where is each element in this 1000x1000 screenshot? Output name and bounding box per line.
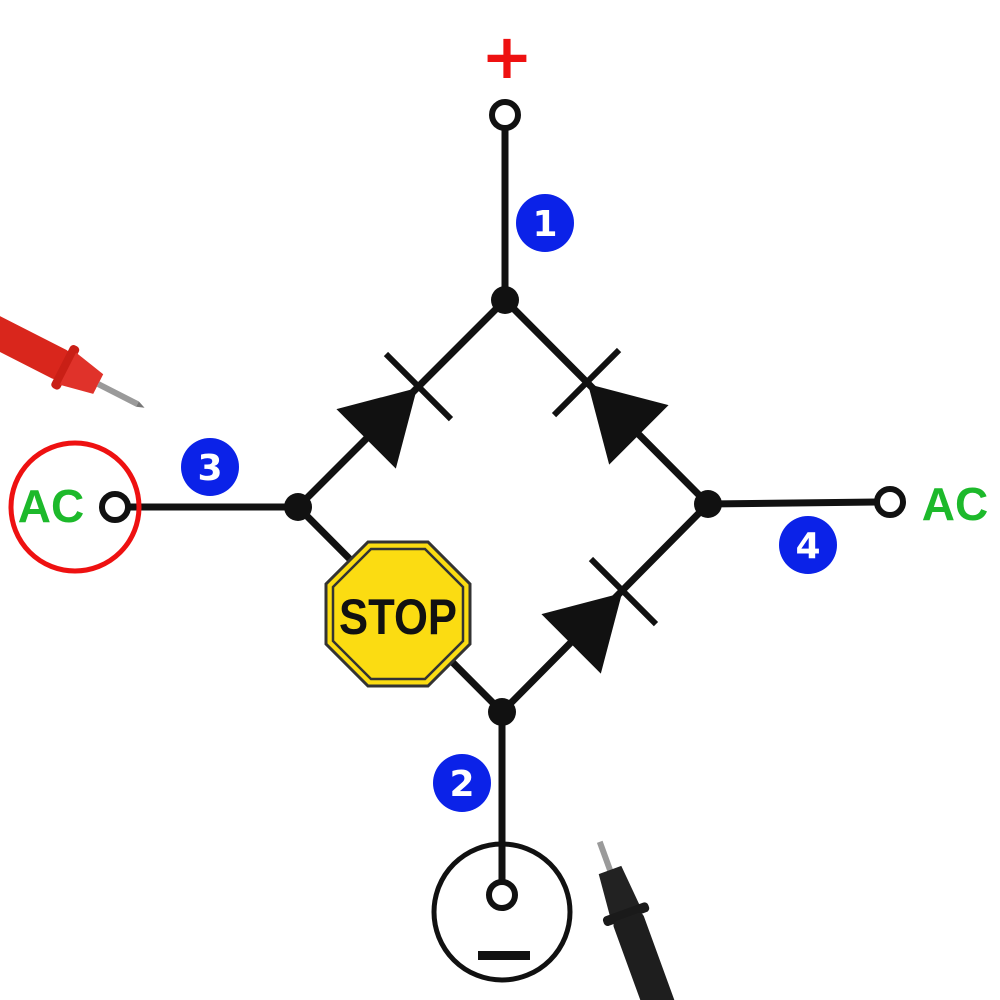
junction-nodes	[284, 286, 722, 726]
circuit-wires	[124, 124, 881, 886]
negative-highlight-circle	[431, 841, 573, 983]
negative-label: −	[0, 0, 1, 1]
negative-sign-icon	[478, 951, 530, 960]
black-test-probe	[596, 840, 682, 1000]
ac-left-highlight-circle	[8, 440, 142, 574]
badge-3: 3	[181, 438, 239, 496]
diode-top-left	[336, 351, 454, 469]
red-test-probe	[0, 300, 145, 408]
badge-4: 4	[779, 516, 837, 574]
negative-terminal[interactable]	[486, 879, 518, 911]
ac-left-label: AC	[18, 480, 84, 532]
positive-label: +	[481, 20, 533, 93]
diode-top-right	[551, 347, 669, 465]
svg-text:2: 2	[449, 764, 474, 805]
badge-1: 1	[516, 194, 574, 252]
diode-bottom-right	[541, 556, 659, 674]
svg-text:4: 4	[795, 526, 820, 567]
svg-text:1: 1	[532, 204, 557, 245]
badge-2: 2	[433, 754, 491, 812]
ac-right-label: AC	[922, 478, 988, 530]
positive-terminal[interactable]	[489, 99, 521, 131]
stop-label: STOP	[339, 589, 457, 645]
svg-text:3: 3	[197, 448, 222, 489]
stop-sign: STOP	[324, 540, 472, 688]
ac-right-terminal[interactable]	[874, 486, 906, 518]
ac-left-terminal[interactable]	[99, 491, 131, 523]
